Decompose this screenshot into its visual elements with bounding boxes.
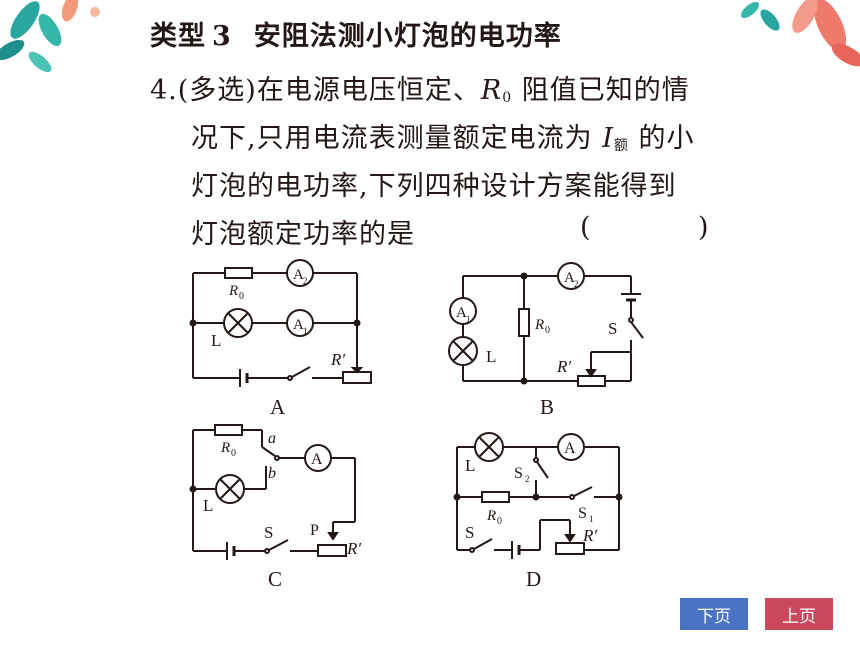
resistor-r0-d: [481, 491, 510, 503]
rheostat-d: [555, 542, 585, 555]
circuit-d: [453, 432, 623, 559]
switch-s-d: [473, 538, 493, 550]
svg-text:A: A: [564, 270, 575, 286]
previous-page-button[interactable]: 上页: [765, 598, 833, 630]
svg-text:A: A: [456, 305, 467, 321]
heading-title: 安阻法测小灯泡的电功率: [253, 21, 562, 52]
svg-text:a: a: [268, 430, 276, 447]
svg-text:0: 0: [231, 448, 236, 459]
circuit-b-label: B: [540, 395, 554, 419]
resistor-r0-b: [518, 308, 530, 337]
svg-text:S: S: [608, 319, 617, 338]
svg-text:R: R: [486, 508, 496, 524]
switch-s-c: [268, 539, 289, 551]
svg-text:0: 0: [497, 516, 502, 527]
question-number: 4.: [150, 75, 178, 106]
type-label: 类型: [150, 21, 206, 52]
rheostat-c: [317, 544, 347, 557]
svg-text:R: R: [534, 317, 544, 333]
rheostat-a: [342, 371, 372, 384]
svg-text:S: S: [264, 523, 273, 542]
svg-text:1: 1: [589, 514, 594, 524]
circuit-c-label: C: [268, 567, 282, 591]
circuit-c: [189, 424, 356, 560]
svg-text:L: L: [203, 496, 213, 515]
svg-text:R′: R′: [556, 357, 571, 376]
svg-text:2: 2: [303, 276, 308, 286]
switch-ab-c: [261, 446, 276, 457]
answer-paren-open: (: [580, 212, 591, 243]
svg-text:A: A: [311, 451, 323, 468]
svg-text:R: R: [228, 283, 238, 299]
next-page-button[interactable]: 下页: [680, 598, 748, 630]
question-line-4: 灯泡额定功率的是: [191, 219, 415, 250]
svg-text:S: S: [578, 505, 587, 522]
svg-text:1: 1: [303, 326, 308, 336]
switch-b: [630, 321, 644, 339]
svg-text:2: 2: [574, 279, 579, 289]
svg-text:A: A: [293, 317, 304, 333]
svg-text:R: R: [220, 440, 230, 456]
svg-text:R′: R′: [346, 539, 361, 558]
svg-text:R′: R′: [582, 526, 597, 545]
svg-text:P: P: [310, 522, 319, 539]
switch-s2-d: [536, 461, 549, 479]
svg-text:R′: R′: [330, 350, 345, 369]
svg-text:b: b: [268, 465, 276, 482]
type-number: 3: [212, 21, 232, 52]
corner-decoration-right: [740, 0, 860, 67]
circuit-b: [448, 262, 644, 387]
resistor-r0-a: [224, 267, 253, 279]
circuit-d-label: D: [526, 567, 541, 591]
svg-text:1: 1: [466, 314, 471, 324]
svg-text:L: L: [465, 456, 475, 475]
svg-text:0: 0: [545, 325, 550, 336]
svg-text:0: 0: [239, 291, 244, 302]
svg-text:A: A: [293, 267, 304, 283]
svg-text:S: S: [465, 523, 474, 542]
rheostat-b: [577, 375, 606, 387]
svg-text:A: A: [564, 440, 576, 457]
answer-paren-close: ): [698, 212, 709, 243]
svg-text:L: L: [486, 347, 496, 366]
question-line-3: 灯泡的电功率,下列四种设计方案能得到: [191, 171, 677, 202]
switch-s1-d: [573, 486, 593, 497]
circuit-a-label: A: [270, 395, 286, 419]
question-line-2: 况下,只用电流表测量额定电流为 I额 的小: [191, 123, 695, 154]
resistor-r0-c: [214, 424, 243, 436]
corner-decoration-left: [0, 0, 100, 73]
svg-text:L: L: [211, 331, 221, 350]
question-line-1: 4.(多选)在电源电压恒定、R0 阻值已知的情: [150, 75, 690, 106]
switch-a: [291, 366, 311, 378]
svg-text:S: S: [514, 465, 523, 482]
svg-text:2: 2: [525, 474, 530, 484]
circuit-a: [189, 259, 372, 387]
